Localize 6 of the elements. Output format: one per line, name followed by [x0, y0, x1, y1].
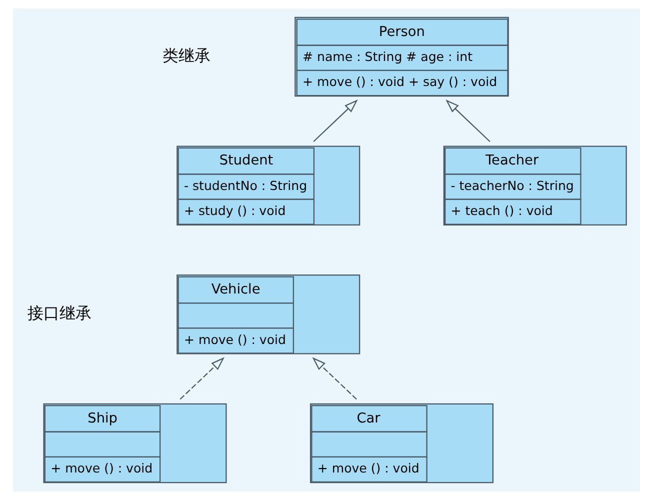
arrow [446, 100, 490, 142]
label: 类继承 [162, 46, 210, 65]
label: 接口继承 [28, 304, 92, 323]
arrow [180, 357, 224, 400]
arrow [313, 100, 358, 142]
arrow [312, 357, 357, 400]
